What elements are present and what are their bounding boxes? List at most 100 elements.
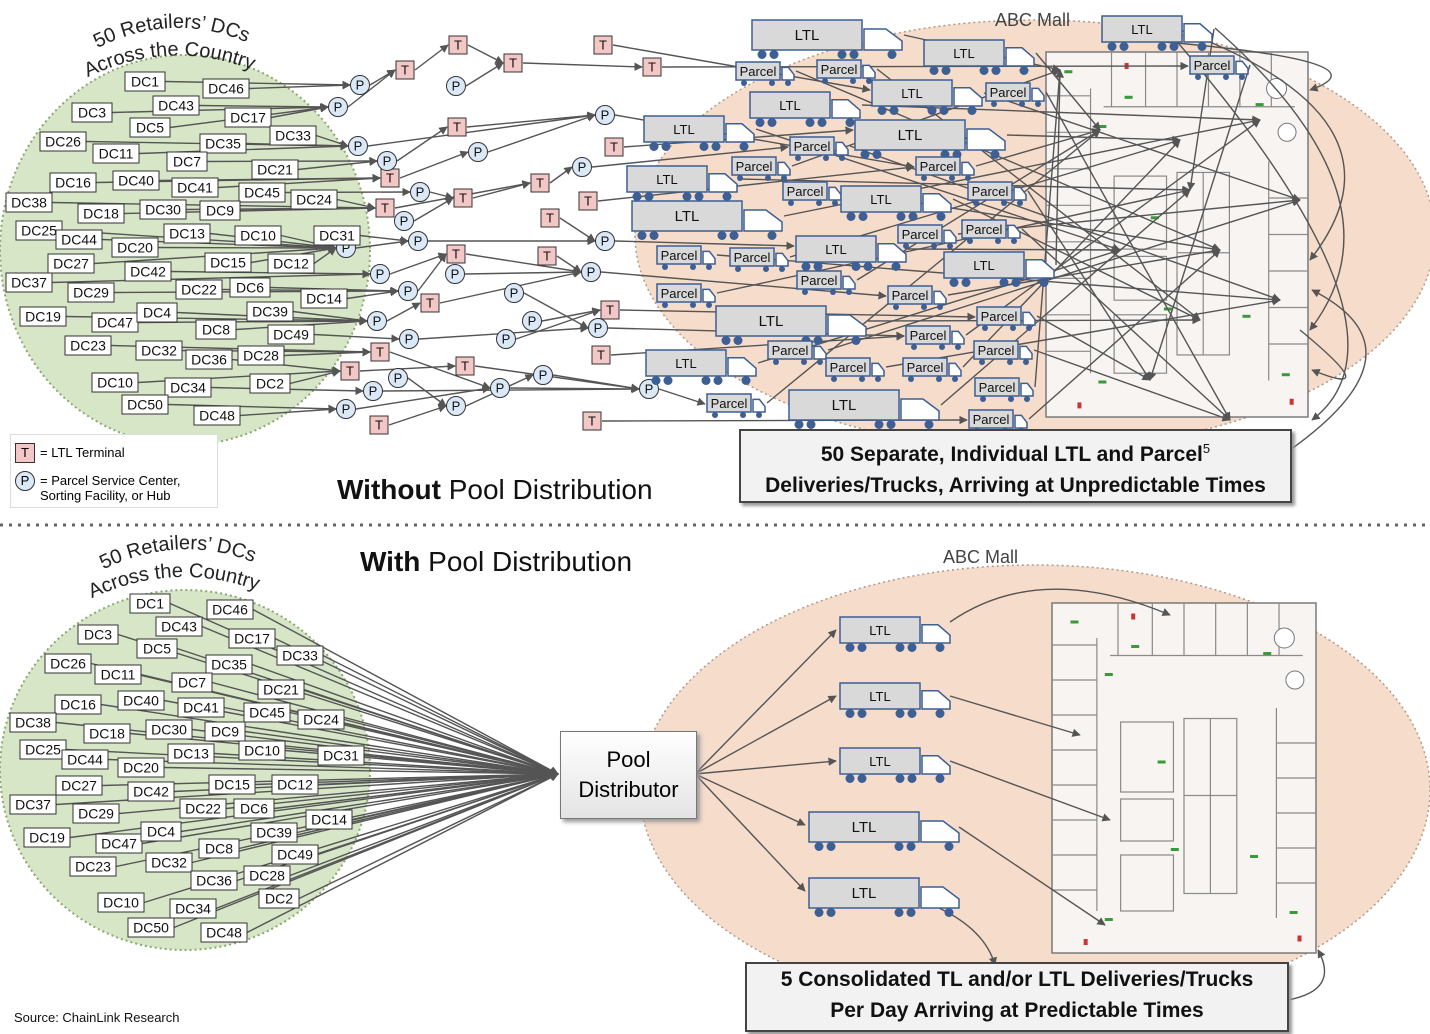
truck-label: LTL [973,258,994,273]
truck-label: LTL [870,192,891,207]
dc-label: DC45 [244,185,280,201]
terminal-symbol-text: T [453,120,461,135]
dc-node-45: DC45 [238,182,286,203]
truck-label: LTL [825,242,846,257]
truck-label: LTL [759,313,784,330]
dc-label: DC13 [169,226,205,242]
route-arrow [252,608,559,775]
parcel-symbol-text: P [474,145,483,160]
legend-terminal: T = LTL Terminal [15,443,125,463]
dc-node-19: DC19 [23,827,71,848]
truck-label: Parcel [801,273,838,288]
route-arrow [952,198,1201,321]
route-arrow [1034,69,1064,388]
dc-node-5: DC5 [136,638,178,659]
dc-label: DC46 [212,602,248,618]
dc-node-26: DC26 [44,653,92,674]
route-arrow [1299,329,1347,380]
dc-label: DC4 [143,305,171,321]
dc-label: DC11 [99,146,134,162]
ltl-terminal-node: T [369,415,389,435]
mall-label-bottom: ABC Mall [943,547,1018,567]
dc-label: DC18 [89,726,125,742]
dc-label: DC36 [191,352,227,368]
route-arrow [417,253,447,292]
dc-label: DC32 [141,343,177,359]
ltl-truck: LTL [795,235,907,271]
dc-label: DC5 [143,641,171,657]
dc-node-48: DC48 [193,405,241,426]
dc-label: DC28 [243,348,279,364]
ltl-truck: LTL [643,115,755,151]
dc-node-33: DC33 [269,125,317,146]
parcel-symbol-text: P [594,321,603,336]
dc-node-1: DC1 [129,593,171,614]
route-arrow [827,198,1301,351]
parcel-symbol-text: P [416,185,425,200]
dc-label: DC22 [185,801,221,817]
parcel-symbol-text: P [373,314,382,329]
dc-node-40: DC40 [117,690,165,711]
ltl-truck: LTL [839,747,951,783]
dc-label: DC24 [303,712,339,728]
ltl-terminal-node: T [380,168,400,188]
route-arrow [983,92,1301,202]
dc-label: DC14 [311,812,347,828]
dc-node-31: DC31 [313,225,361,246]
truck-to-mall-arrow [949,588,1171,623]
dc-label: DC29 [73,285,109,301]
truck-label: Parcel [973,412,1010,427]
truck-label: LTL [675,208,700,225]
route-arrow [466,111,596,128]
truck-label: Parcel [892,288,929,303]
dc-label: DC4 [147,824,175,840]
parcel-truck: Parcel [887,285,947,310]
truck-label: LTL [795,27,820,44]
dc-label: DC8 [202,322,230,338]
dc-node-30: DC30 [145,719,193,740]
dc-node-46: DC46 [206,599,254,620]
terminal-symbol-text: T [546,211,554,226]
parcel-symbol-text: P [383,154,392,169]
dc-label: DC50 [127,397,163,413]
route-arrow [1148,64,1251,381]
dc-label: DC47 [101,836,137,852]
ltl-terminal-node: T [540,208,560,228]
parcel-hub-node: P [348,136,368,156]
dc-node-44: DC44 [55,229,103,250]
truck-label: Parcel [740,64,777,79]
dc-label: DC40 [118,173,154,189]
route-arrow [1289,289,1367,451]
dc-label: DC17 [234,631,270,647]
ltl-truck: LTL [871,79,983,115]
route-arrow [885,297,1281,368]
terminal-symbol-text: T [426,296,434,311]
dc-node-24: DC24 [290,189,338,210]
terminal-symbol-text: T [452,247,460,262]
route-arrow [298,773,559,900]
dc-node-9: DC9 [199,200,241,221]
truck-label: Parcel [910,328,947,343]
mall-region-top [634,19,1430,451]
parcel-hub-node: P [496,329,516,349]
source-note: Source: ChainLink Research [14,1010,180,1025]
route-arrow [591,143,789,168]
terminal-symbol-text: T [375,418,383,433]
terminal-symbol-text: T [346,364,354,379]
route-arrow [163,766,559,779]
dc-node-43: DC43 [155,616,203,637]
route-arrow [225,770,559,810]
parcel-symbol-text: P [394,371,403,386]
ltl-truck: LTL [808,811,960,851]
dc-label: DC9 [211,724,239,740]
truck-label: Parcel [972,184,1009,199]
dc-node-11: DC11 [94,664,142,685]
route-arrow [940,189,1191,406]
dc-label: DC33 [275,128,311,144]
route-arrow [465,253,582,275]
dc-label: DC10 [97,375,133,391]
dc-node-30: DC30 [139,199,187,220]
dc-node-34: DC34 [164,377,212,398]
ltl-truck: LTL [749,91,861,127]
